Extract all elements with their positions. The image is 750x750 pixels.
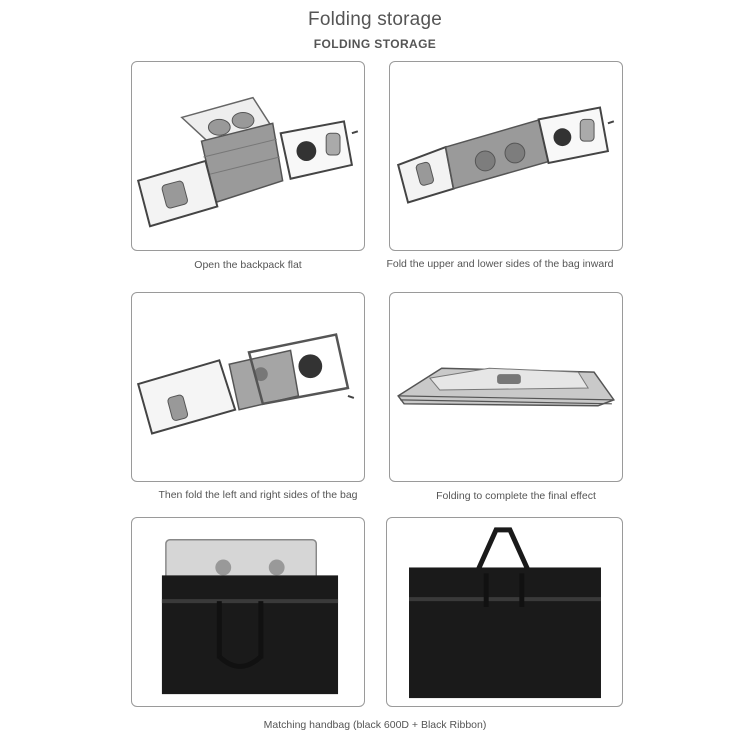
step-2-caption: Fold the upper and lower sides of the ba… [386,258,614,270]
handbag-with-organizer-panel [131,517,365,707]
step-3-caption: Then fold the left and right sides of th… [158,489,358,501]
folded-sides-organizer-image [396,106,615,204]
handbag-caption: Matching handbag (black 600D + Black Rib… [263,719,487,731]
step-3-image-panel [131,292,365,482]
folding-left-right-image [136,333,355,435]
step-4-caption: Folding to complete the final effect [436,490,596,502]
step-2-image-panel [389,61,623,251]
page-title: Folding storage [308,9,442,30]
handbag-with-organizer-image [161,539,339,695]
step-1-caption: Open the backpack flat [194,259,302,271]
black-handbag-panel [386,517,623,707]
page-subtitle: FOLDING STORAGE [313,37,437,51]
step-1-image-panel [131,61,365,251]
step-4-image-panel [389,292,623,482]
flat-folded-organizer-image [397,367,616,407]
black-handbag-image [409,527,601,699]
flat-open-organizer-image [136,96,359,228]
